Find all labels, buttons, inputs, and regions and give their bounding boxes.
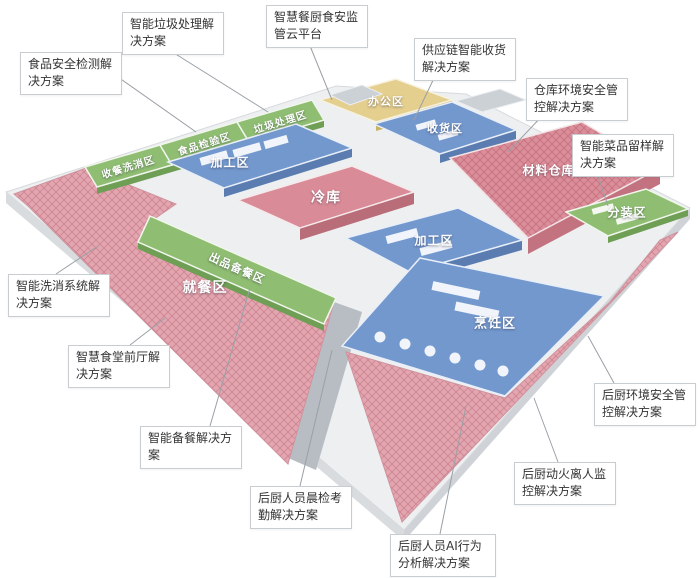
equipment-packing xyxy=(591,203,639,225)
callout-dish-sample-retention: 智能菜品留样解决方案 xyxy=(572,134,674,177)
callout-food-safety-testing: 食品安全检测解决方案 xyxy=(20,52,122,95)
callout-fire-unattended-monitor: 后厨动火离人监控解决方案 xyxy=(514,462,616,505)
zone-shouhuo-roof xyxy=(371,101,519,155)
zone-fenzhuang-wall xyxy=(608,209,688,243)
equipment-processing-1 xyxy=(199,134,289,166)
equipment-receiving xyxy=(415,119,459,141)
callout-dining-front-hall: 智慧食堂前厅解决方案 xyxy=(68,345,170,388)
zone-shouhuo-wall xyxy=(440,130,516,163)
zone-label-fenzhuang: 分装区 xyxy=(607,205,647,220)
zone-jiagong1-roof xyxy=(165,123,355,189)
zone-label-bangong: 办公区 xyxy=(368,95,404,108)
zone-hall-southeast-floor xyxy=(345,231,679,523)
zone-label-lengku: 冷库 xyxy=(311,190,341,206)
zone-pengren-floor xyxy=(340,257,606,397)
zone-label-jiucan: 就餐区 xyxy=(182,280,228,296)
callout-smart-meal-prep: 智能备餐解决方案 xyxy=(140,426,242,469)
equipment-cooking xyxy=(374,281,509,377)
rooftop-structure xyxy=(328,84,384,106)
zone-label-jiagong-2: 加工区 xyxy=(414,233,454,248)
callout-smart-washing: 智能洗消系统解决方案 xyxy=(8,274,110,317)
zone-label-jiagong-1: 加工区 xyxy=(210,155,250,170)
callout-warehouse-env-safety: 仓库环境安全管控解决方案 xyxy=(526,78,628,121)
zone-chupinbeican-wall xyxy=(138,242,324,331)
callout-cloud-platform: 智慧餐厨食安监管云平台 xyxy=(266,5,368,48)
callout-smart-waste: 智能垃圾处理解决方案 xyxy=(122,12,224,55)
callout-kitchen-env-safety: 后厨环境安全管控解决方案 xyxy=(594,383,696,426)
zone-chupinbeican-roof xyxy=(136,215,338,325)
equipment-processing-2 xyxy=(385,227,453,257)
zone-jiagong2-roof xyxy=(343,207,525,273)
zone-jiagong1-wall xyxy=(224,148,352,197)
zone-label-shouhuo: 收货区 xyxy=(427,122,463,135)
zone-shoucanxixiao-wall xyxy=(97,165,172,194)
zone-lajichuli-roof xyxy=(235,99,326,143)
zone-label-pengren: 烹饪区 xyxy=(473,316,517,332)
zone-lengku-roof xyxy=(235,165,417,229)
callout-staff-morning-check: 后厨人员晨检考勤解决方案 xyxy=(250,486,352,529)
zone-fenzhuang-roof xyxy=(564,188,690,237)
zone-lengku-wall xyxy=(300,192,414,240)
callout-supply-chain-receiving: 供应链智能收货解决方案 xyxy=(414,38,516,81)
zone-bangong-roof xyxy=(317,78,455,123)
callout-leader-lines xyxy=(55,40,615,535)
callout-staff-ai-behavior: 后厨人员AI行为分析解决方案 xyxy=(390,534,496,577)
zone-label-cailiao: 材料仓库区 xyxy=(522,163,588,178)
